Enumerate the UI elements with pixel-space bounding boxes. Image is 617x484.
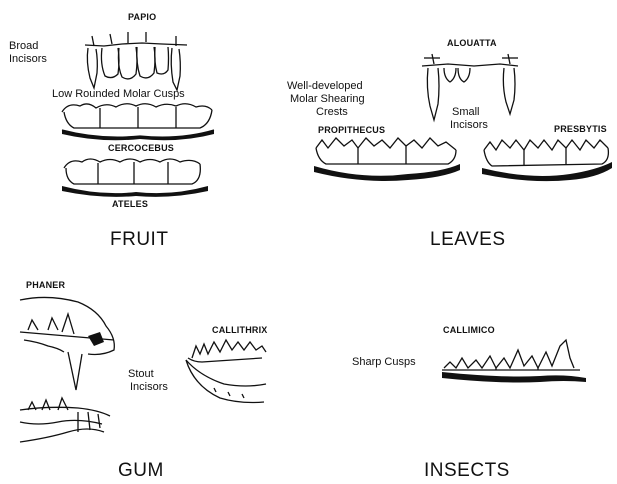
category-insects: INSECTS — [424, 460, 510, 482]
genus-label-papio: PAPIO — [128, 12, 156, 22]
label-shearing-line1: Well-developed — [287, 80, 363, 93]
label-shearing-line3: Crests — [316, 106, 348, 119]
label-shearing-line2: Molar Shearing — [290, 93, 365, 106]
label-sharp-cusps: Sharp Cusps — [352, 356, 416, 369]
presbytis-molars-drawing — [480, 134, 614, 184]
label-stout-incisors-line1: Stout — [128, 368, 154, 381]
callithrix-jaw-drawing — [184, 336, 270, 408]
genus-label-ateles: ATELES — [112, 199, 148, 209]
genus-label-callithrix: CALLITHRIX — [212, 325, 268, 335]
cercocebus-molars-drawing — [60, 154, 210, 198]
papio-molars-drawing — [60, 100, 216, 142]
callimico-molars-drawing — [440, 338, 590, 386]
label-broad-incisors-line1: Broad — [9, 40, 38, 53]
category-gum: GUM — [118, 460, 164, 482]
label-stout-incisors-line2: Incisors — [130, 381, 168, 394]
category-leaves: LEAVES — [430, 229, 506, 251]
label-small-incisors-line1: Small — [452, 106, 480, 119]
genus-label-presbytis: PRESBYTIS — [554, 124, 607, 134]
label-broad-incisors-line2: Incisors — [9, 53, 47, 66]
genus-label-phaner: PHANER — [26, 280, 65, 290]
genus-label-callimico: CALLIMICO — [443, 325, 495, 335]
genus-label-cercocebus: CERCOCEBUS — [108, 143, 174, 153]
genus-label-alouatta: ALOUATTA — [447, 38, 497, 48]
label-small-incisors-line2: Incisors — [450, 119, 488, 132]
phaner-skull-drawing — [18, 292, 120, 456]
propithecus-molars-drawing — [312, 134, 462, 184]
category-fruit: FRUIT — [110, 229, 168, 251]
papio-incisors-drawing — [82, 28, 192, 92]
